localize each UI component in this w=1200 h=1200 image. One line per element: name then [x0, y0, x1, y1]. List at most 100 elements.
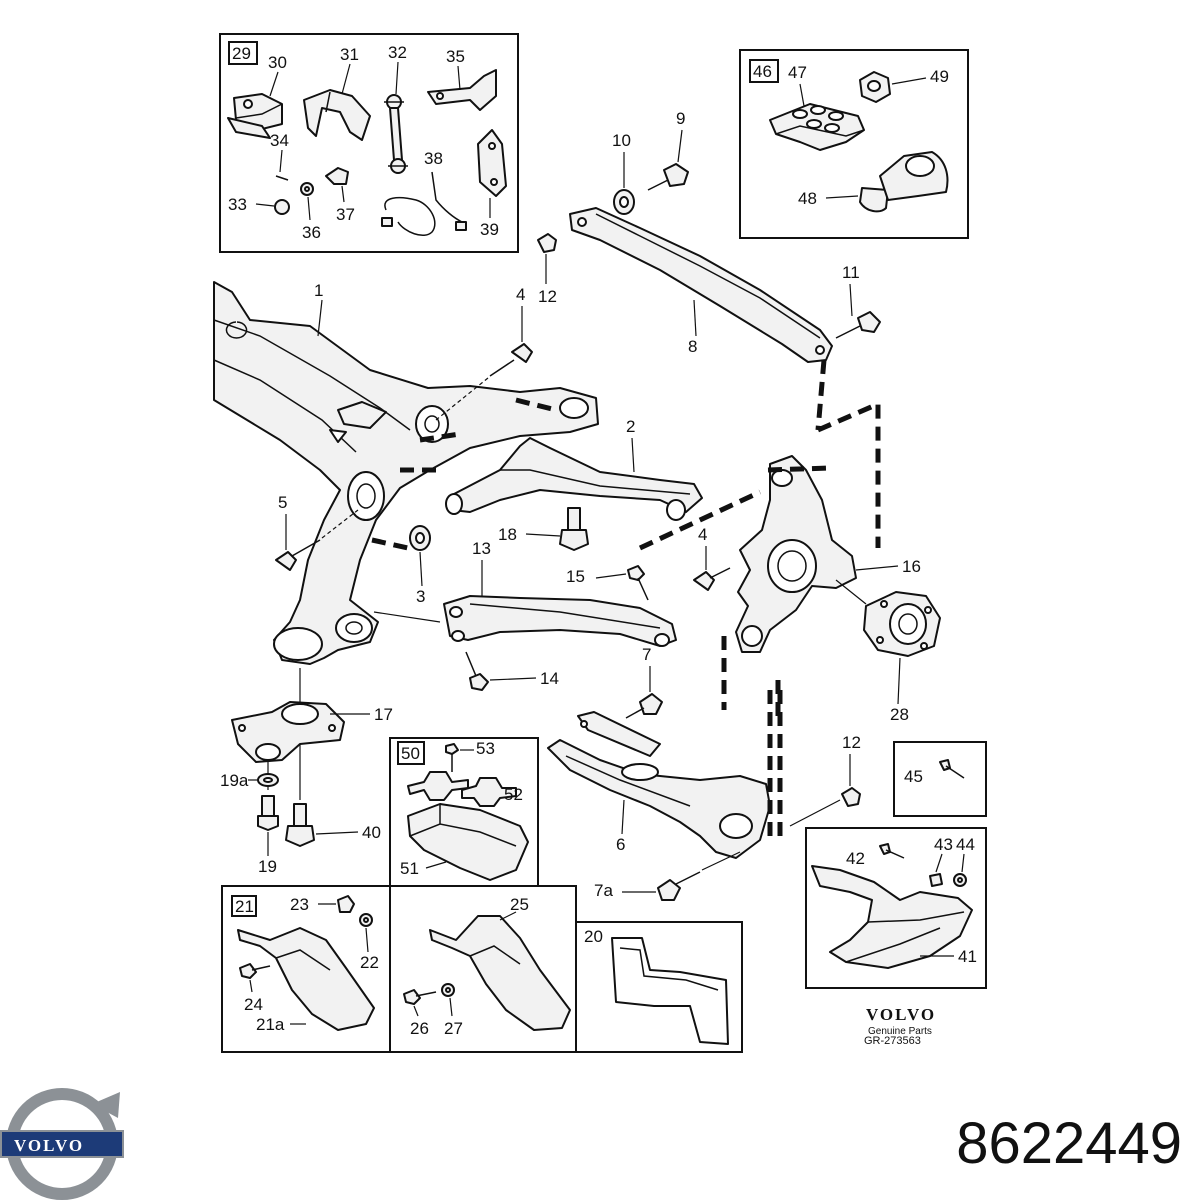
callout-7: 7 — [642, 645, 651, 664]
callout-3: 3 — [416, 587, 425, 606]
genuine-parts-block: VOLVO Genuine Parts GR-273563 — [864, 1005, 936, 1047]
callout-27: 27 — [444, 1019, 463, 1038]
bolt-part-5 — [275, 539, 321, 571]
inset-box-45: 45 — [893, 741, 987, 817]
washer-part-10 — [613, 189, 635, 215]
callout-46: 46 — [753, 62, 772, 81]
level-sensor-part-30 — [227, 93, 283, 139]
callout-43: 43 — [934, 835, 953, 854]
callout-38: 38 — [424, 149, 443, 168]
callout-51: 51 — [400, 859, 419, 878]
inset-box-46: 46 47 49 48 — [739, 49, 969, 239]
callout-30: 30 — [268, 53, 287, 72]
callout-6: 6 — [616, 835, 625, 854]
callout-4-upper: 4 — [516, 285, 525, 304]
bolt-part-26 — [403, 989, 437, 1005]
mudflap-part-21a — [237, 927, 375, 1031]
inset-box-41: 42 43 44 41 — [805, 827, 987, 989]
wiring-part-38 — [381, 171, 467, 236]
clip-part-52 — [407, 771, 517, 807]
volvo-wordmark: VOLVO — [866, 1005, 936, 1024]
nut-part-23 — [337, 895, 355, 913]
callout-41: 41 — [958, 947, 977, 966]
callout-9: 9 — [676, 109, 685, 128]
mount-block-part-47 — [769, 103, 865, 151]
callout-45: 45 — [904, 767, 923, 786]
inset-box-50: 50 53 52 51 — [389, 737, 539, 887]
callout-31: 31 — [340, 45, 359, 64]
bushing-part-48 — [859, 151, 949, 213]
inset-box-29: 29 30 34 33 31 32 — [219, 33, 519, 253]
mudflap-part-25 — [429, 915, 571, 1031]
inset-box-20: 20 — [575, 921, 743, 1053]
wheel-hub-part-28 — [863, 591, 941, 657]
bolt-part-18 — [559, 507, 589, 551]
callout-34: 34 — [270, 131, 289, 150]
inset-box-25: 25 26 27 — [389, 885, 577, 1053]
callout-14: 14 — [540, 669, 559, 688]
upper-control-arm-part-2 — [445, 437, 703, 521]
callout-17: 17 — [374, 705, 393, 724]
clip-part-45 — [939, 759, 965, 779]
callout-40: 40 — [362, 823, 381, 842]
callout-11: 11 — [842, 263, 860, 282]
callout-18: 18 — [498, 525, 517, 544]
callout-4-lower: 4 — [698, 525, 707, 544]
callout-7a: 7a — [594, 881, 613, 900]
callout-35: 35 — [446, 47, 465, 66]
mount-part-17 — [231, 701, 345, 763]
callout-49: 49 — [930, 67, 949, 86]
subframe-part-1 — [213, 281, 599, 665]
callout-42: 42 — [846, 849, 865, 868]
bracket-part-31 — [303, 89, 371, 141]
callout-5: 5 — [278, 493, 287, 512]
part-number: 8622449 — [956, 1111, 1182, 1176]
volvo-iron-mark-logo: VOLVO — [0, 1088, 124, 1200]
bolt-part-14 — [465, 651, 489, 691]
callout-1: 1 — [314, 281, 323, 300]
bolt-part-11 — [835, 311, 881, 339]
splash-shield-part-41 — [811, 865, 973, 969]
callout-2: 2 — [626, 417, 635, 436]
callout-19: 19 — [258, 857, 277, 876]
callout-23: 23 — [290, 895, 309, 914]
bolt-part-15 — [627, 565, 649, 601]
callout-44: 44 — [956, 835, 975, 854]
callout-52: 52 — [504, 785, 523, 804]
decal-part-20 — [611, 937, 729, 1045]
callout-16: 16 — [902, 557, 921, 576]
lower-control-arm-part-13 — [443, 595, 677, 647]
callout-20: 20 — [584, 927, 603, 946]
callout-10: 10 — [612, 131, 631, 150]
callout-13: 13 — [472, 539, 491, 558]
tie-rod-part-8 — [569, 207, 833, 363]
bolt-part-9 — [647, 163, 689, 191]
washer-part-19a — [257, 773, 279, 787]
callout-25: 25 — [510, 895, 529, 914]
trailing-arm-part-6 — [547, 711, 771, 859]
callout-48: 48 — [798, 189, 817, 208]
callout-53: 53 — [476, 739, 495, 758]
callout-24: 24 — [244, 995, 263, 1014]
callout-21a: 21a — [256, 1015, 285, 1034]
screw-part-53 — [445, 743, 459, 772]
knuckle — [735, 455, 857, 653]
link-rod-part-32 — [384, 94, 408, 174]
nut-part-12-lower — [841, 787, 861, 807]
genuine-parts-text: Genuine Parts — [868, 1026, 932, 1037]
callout-12-lower: 12 — [842, 733, 861, 752]
callout-15: 15 — [566, 567, 585, 586]
nut-part-12-upper — [537, 233, 557, 253]
callout-39: 39 — [480, 220, 499, 239]
nut-part-49 — [859, 71, 891, 103]
bolt-part-7a — [657, 871, 701, 901]
callout-33: 33 — [228, 195, 247, 214]
callout-47: 47 — [788, 63, 807, 82]
callout-32: 32 — [388, 43, 407, 62]
bolt-part-4-lower — [693, 567, 731, 591]
callout-26: 26 — [410, 1019, 429, 1038]
washer-part-3 — [409, 525, 431, 551]
bolt-part-7 — [625, 693, 663, 719]
plate-part-39 — [477, 129, 507, 197]
